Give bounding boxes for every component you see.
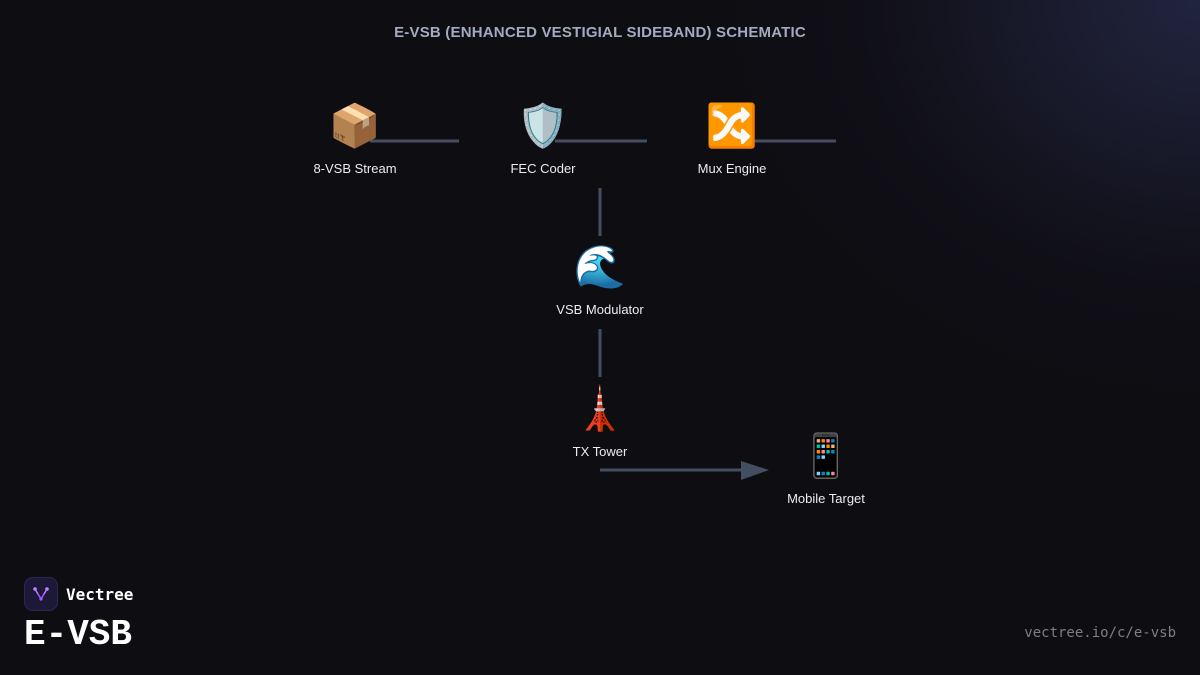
shield-icon: 🛡️ — [516, 102, 570, 149]
package-icon: 📦 — [328, 102, 382, 149]
vectree-logo-icon — [24, 577, 58, 611]
brand-block: Vectree E-VSB — [24, 577, 133, 653]
node-label: VSB Modulator — [556, 302, 644, 317]
page-url: vectree.io/c/e-vsb — [1024, 625, 1176, 641]
node-label: FEC Coder — [510, 161, 576, 176]
shuffle-icon: 🔀 — [705, 102, 759, 149]
node-label: 8-VSB Stream — [313, 161, 397, 176]
mobile-phone-icon: 📱 — [799, 432, 853, 479]
node-fec-coder: 🛡️ FEC Coder — [463, 101, 623, 176]
node-vsb-modulator: 🌊 VSB Modulator — [520, 242, 680, 317]
node-mobile-target: 📱 Mobile Target — [746, 431, 906, 506]
product-title: E-VSB — [24, 614, 133, 655]
node-8vsb-stream: 📦 8-VSB Stream — [275, 101, 435, 176]
node-label: Mux Engine — [697, 161, 767, 176]
node-label: TX Tower — [572, 444, 628, 459]
node-label: Mobile Target — [787, 491, 865, 506]
tower-icon: 🗼 — [573, 385, 627, 432]
diagram-title: E-VSB (ENHANCED VESTIGIAL SIDEBAND) SCHE… — [394, 24, 806, 41]
arrowhead-mobile — [741, 461, 769, 480]
node-tx-tower: 🗼 TX Tower — [520, 384, 680, 459]
brand-name: Vectree — [66, 584, 134, 604]
wave-icon: 🌊 — [573, 243, 627, 290]
node-mux-engine: 🔀 Mux Engine — [652, 101, 812, 176]
